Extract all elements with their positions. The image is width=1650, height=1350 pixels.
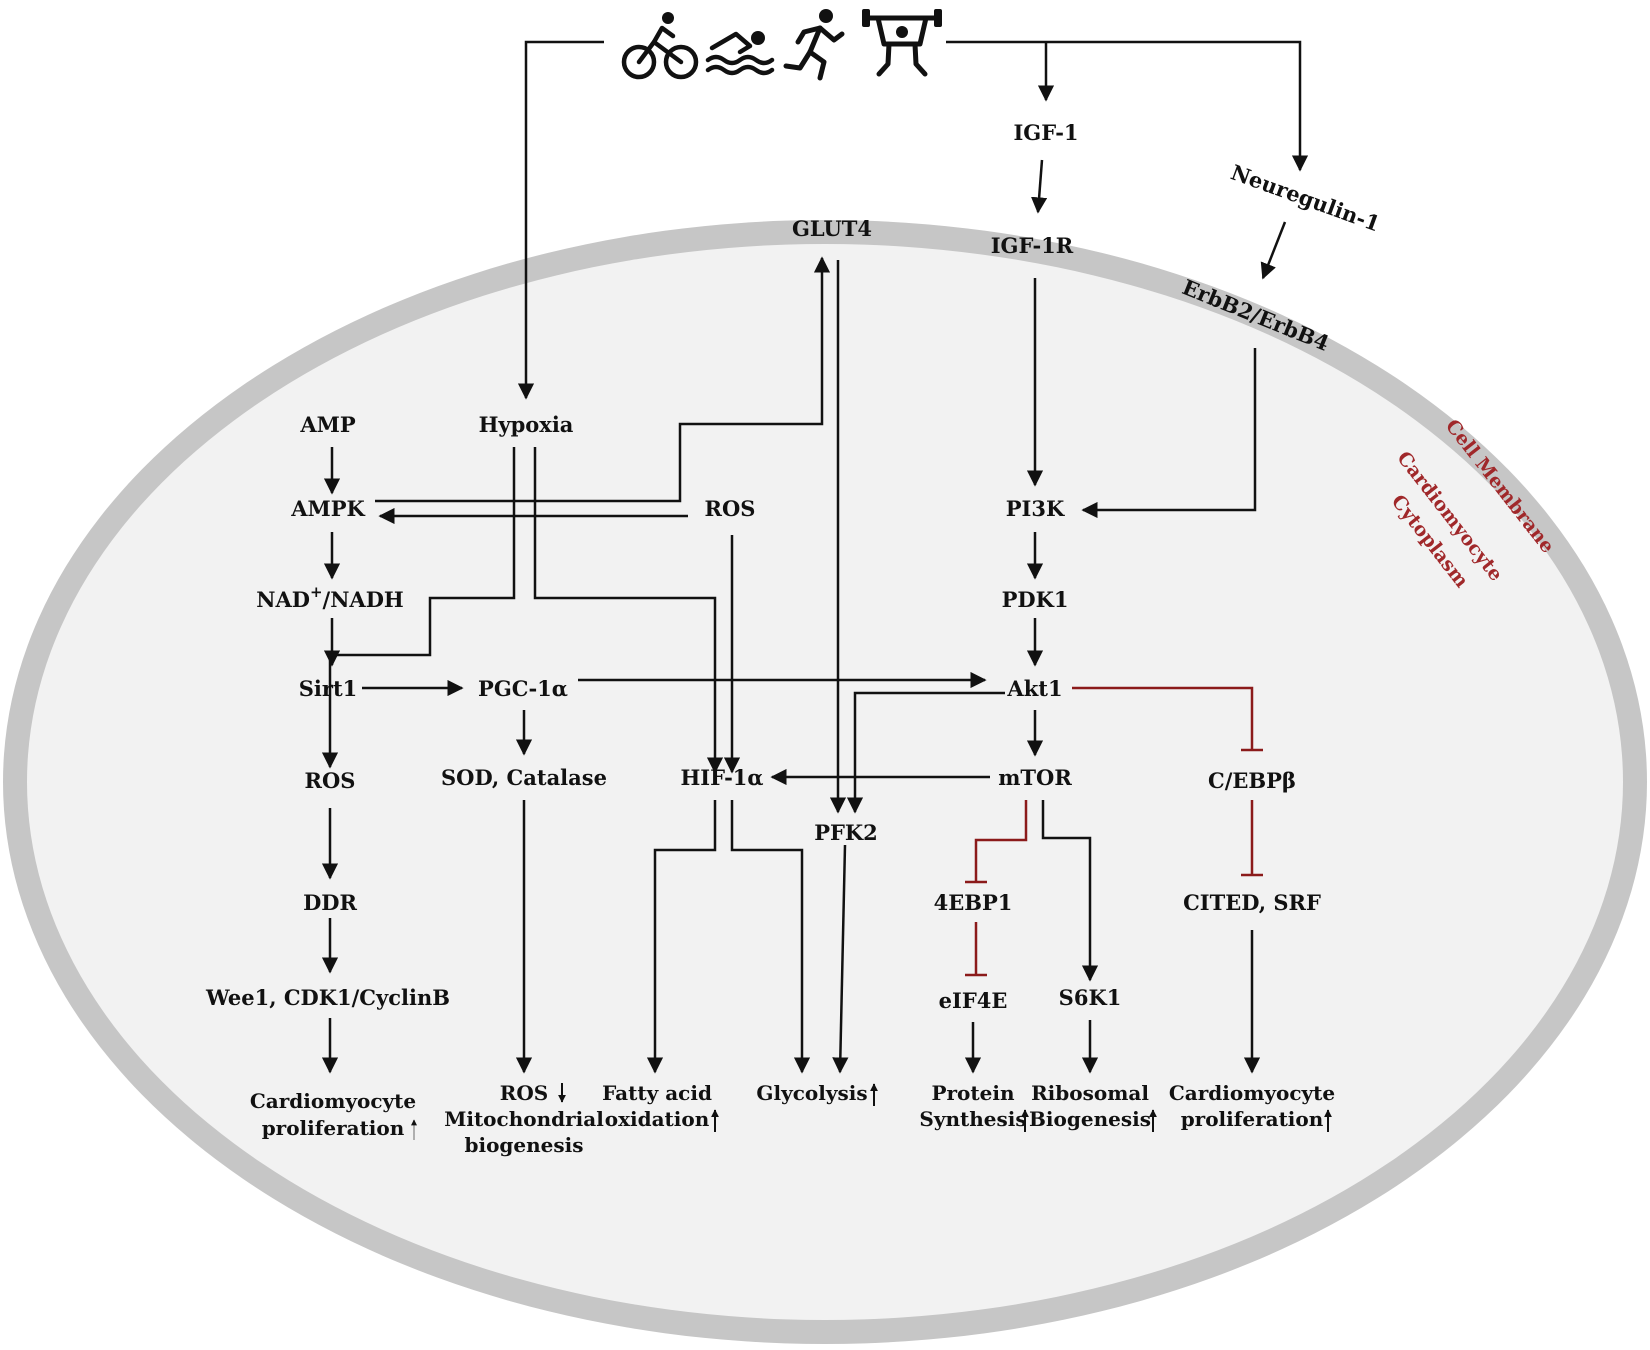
- ddr-node: DDR: [303, 890, 357, 915]
- nad-rest: /NADH: [323, 587, 404, 612]
- neuregulin1-node: Neuregulin-1: [1228, 159, 1384, 236]
- ros-left-node: ROS: [305, 768, 356, 793]
- prolif-left-line1: Cardiomyocyte: [250, 1089, 416, 1113]
- glut4-node: GLUT4: [792, 216, 872, 241]
- ros-down-label: ROS: [500, 1081, 549, 1105]
- pgc1a-node: PGC-1α: [478, 676, 568, 701]
- sod-catalase-node: SOD, Catalase: [441, 765, 607, 790]
- protein-line2: Synthesis: [919, 1107, 1026, 1131]
- glycolysis-label: Glycolysis: [756, 1081, 867, 1105]
- fao-line1: Fatty acid: [602, 1081, 712, 1105]
- mtor-node: mTOR: [998, 765, 1072, 790]
- hif1a-node: HIF-1α: [680, 765, 763, 790]
- weightlifting-icon: [862, 9, 942, 77]
- sirt1-node: Sirt1: [299, 676, 358, 701]
- nad-superscript: +: [310, 583, 323, 601]
- cycling-icon: [621, 12, 699, 80]
- igf1r-node: IGF-1R: [991, 233, 1074, 258]
- pdk1-node: PDK1: [1002, 587, 1069, 612]
- igf1-node: IGF-1: [1013, 120, 1078, 145]
- cardiomyocyte-cytoplasm: [27, 244, 1623, 1320]
- cebpb-node: C/EBPβ: [1208, 768, 1296, 793]
- s6k1-node: S6K1: [1059, 985, 1122, 1010]
- ampk-node: AMPK: [290, 496, 365, 521]
- outcomes: Cardiomyocyte proliferation ROS Mitochon…: [250, 1081, 1335, 1157]
- mito-line1: Mitochondrial: [444, 1107, 604, 1131]
- wee1-node: Wee1, CDK1/CyclinB: [205, 985, 450, 1010]
- 4ebp1-node: 4EBP1: [934, 890, 1013, 915]
- ribo-line2: Biogenesis: [1029, 1107, 1151, 1131]
- inhibition-lines: [965, 686, 1263, 977]
- prolif-right-line1: Cardiomyocyte: [1169, 1081, 1335, 1105]
- swimming-icon: [705, 31, 775, 76]
- nad-base: NAD: [256, 587, 310, 612]
- mito-line2: biogenesis: [464, 1133, 583, 1157]
- prolif-left-line2: proliferation: [262, 1116, 405, 1140]
- prolif-right-line2: proliferation: [1181, 1107, 1324, 1131]
- pfk2-node: PFK2: [814, 820, 878, 845]
- eif4e-node: eIF4E: [939, 988, 1008, 1013]
- fao-line2: oxidation: [605, 1107, 710, 1131]
- hypoxia-node: Hypoxia: [479, 412, 574, 437]
- nad-nadh-node: NAD+/NADH: [256, 583, 404, 612]
- running-icon: [783, 9, 845, 81]
- pi3k-node: PI3K: [1006, 496, 1065, 521]
- akt1-node: Akt1: [1006, 676, 1062, 701]
- ros-center-node: ROS: [705, 496, 756, 521]
- amp-node: AMP: [299, 412, 356, 437]
- ribo-line1: Ribosomal: [1031, 1081, 1149, 1105]
- activation-arrows: [321, 40, 1309, 1074]
- cited-srf-node: CITED, SRF: [1183, 890, 1321, 915]
- protein-line1: Protein: [931, 1081, 1014, 1105]
- exercise-icons: [621, 9, 942, 81]
